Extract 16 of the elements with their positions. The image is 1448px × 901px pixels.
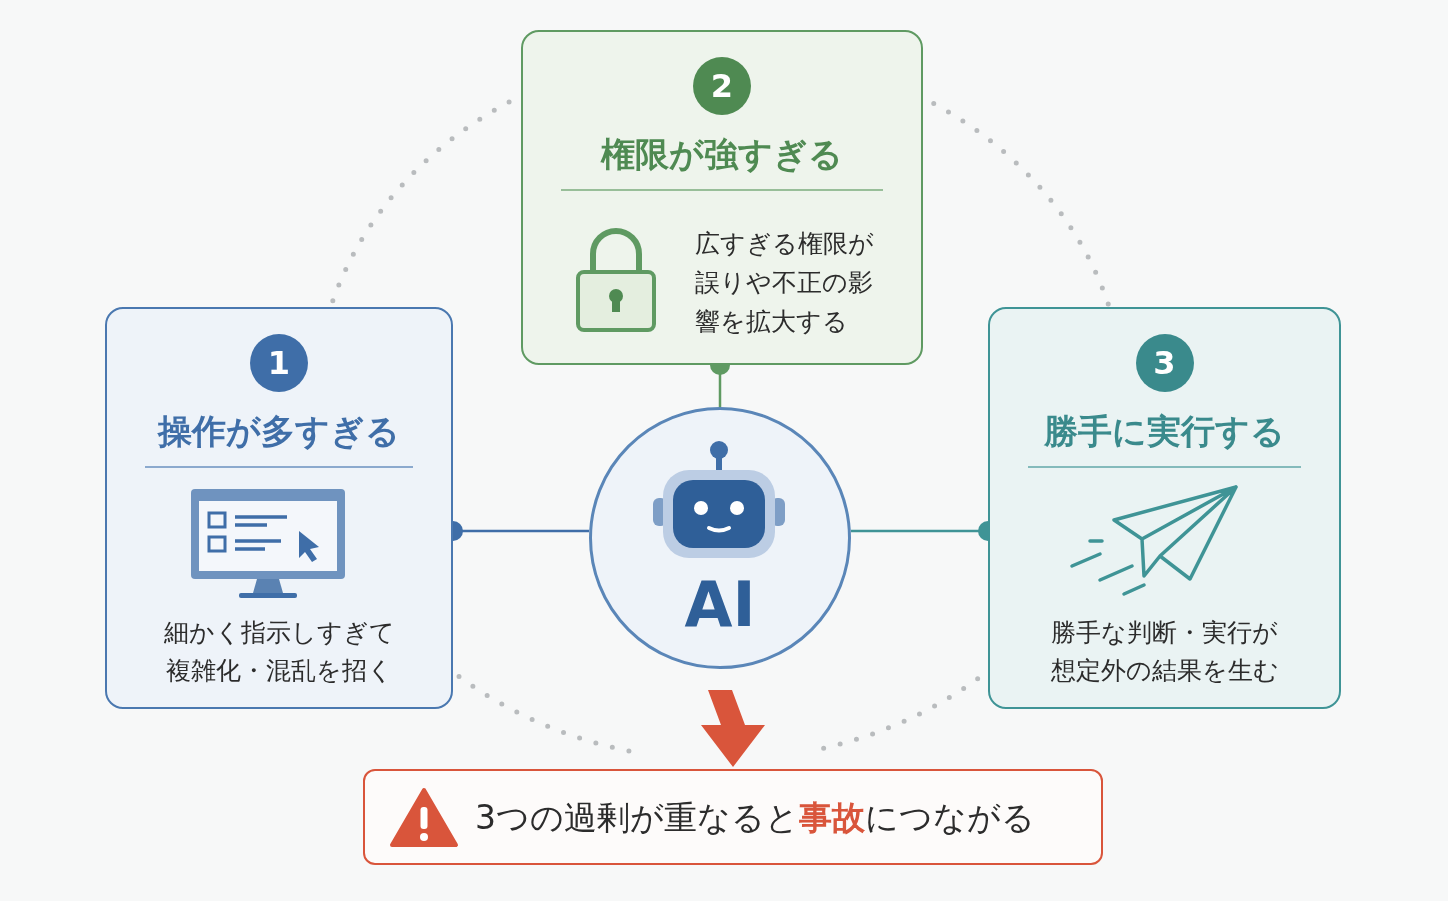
card bbox=[105, 307, 453, 709]
conclusion-box bbox=[363, 769, 1103, 865]
ai-label: AI bbox=[683, 570, 757, 640]
heading: 勝手に実行する bbox=[1043, 410, 1286, 453]
card bbox=[988, 307, 1341, 709]
number-badge: 2 bbox=[693, 57, 751, 115]
description-text: 広すぎる権限が誤りや不正の影響を拡大する bbox=[695, 228, 875, 338]
conclusion-text: 3つの過剰が重なると事故につながる bbox=[475, 797, 1035, 839]
description-text: 細かく指示しすぎて複雑化・混乱を招く bbox=[162, 617, 396, 687]
block-arrow bbox=[701, 690, 765, 767]
heading: 権限が強すぎる bbox=[599, 133, 844, 176]
description-text: 勝手な判断・実行が想定外の結果を生む bbox=[1049, 617, 1280, 687]
heading: 操作が多すぎる bbox=[156, 410, 401, 453]
number-badge: 1 bbox=[250, 334, 308, 392]
card bbox=[521, 30, 923, 365]
number-badge: 3 bbox=[1135, 334, 1194, 392]
